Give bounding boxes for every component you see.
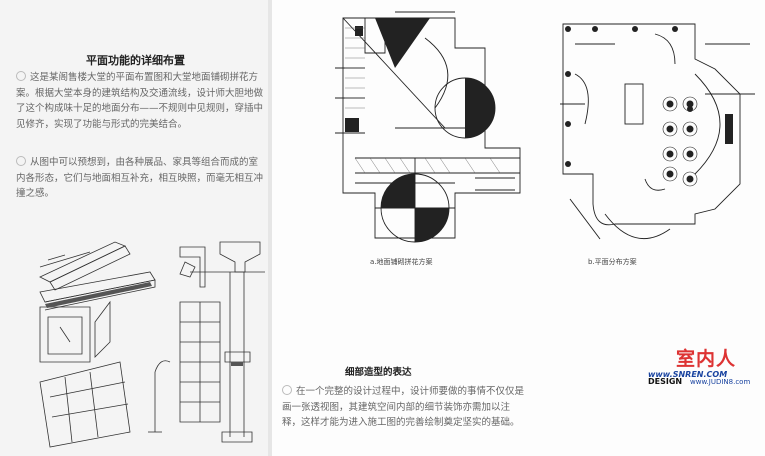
heading-detail-expression: 细部造型的表达 xyxy=(345,367,412,378)
caption-floor-layout: b.平面分布方案 xyxy=(588,258,637,266)
paragraph1-text: 这是某阁售楼大堂的平面布置图和大堂地面铺砌拼花方案。根据大堂本身的建筑结构及交通… xyxy=(16,72,264,130)
paragraph2-text: 从图中可以预想到，由各种展品、家具等组合而成的室内各形态，它们与地面相互补充，相… xyxy=(16,157,264,199)
bullet-icon xyxy=(16,71,26,81)
paragraph-detail-expression: 在一个完整的设计过程中，设计师要做的事情不仅仅是画一张透视图，其建筑空间内部的细… xyxy=(282,384,528,431)
watermark-brand: 室内人 xyxy=(676,348,737,370)
page-gutter xyxy=(268,0,272,456)
section-paragraph-text: 在一个完整的设计过程中，设计师要做的事情不仅仅是画一张透视图，其建筑空间内部的细… xyxy=(282,386,525,428)
watermark-url: www.SNREN.COM xyxy=(648,370,728,379)
caption-floor-paving: a.地面铺砌拼花方案 xyxy=(370,258,433,266)
detail-sketches xyxy=(39,241,265,448)
right-page xyxy=(270,0,765,456)
heading-floor-layout: 平面功能的详细布置 xyxy=(86,54,185,67)
bullet-icon xyxy=(282,385,292,395)
left-page xyxy=(0,0,270,456)
paragraph-furniture: 从图中可以预想到，由各种展品、家具等组合而成的室内各形态，它们与地面相互补充，相… xyxy=(16,155,266,202)
floor-layout-plan xyxy=(560,23,755,240)
paragraph-floor-layout: 这是某阁售楼大堂的平面布置图和大堂地面铺砌拼花方案。根据大堂本身的建筑结构及交通… xyxy=(16,70,266,132)
watermark-design: DESIGN xyxy=(648,377,683,386)
watermark-url-secondary: www.JUDIN8.com xyxy=(690,378,751,386)
floor-paving-plan xyxy=(335,11,521,243)
bullet-icon xyxy=(16,156,26,166)
